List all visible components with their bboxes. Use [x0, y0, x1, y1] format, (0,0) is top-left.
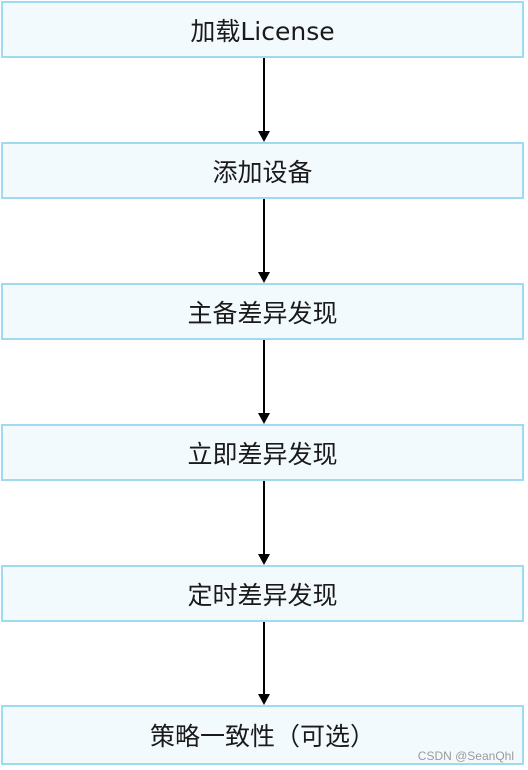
step-label: 加载License: [190, 16, 335, 46]
arrow-1: [258, 58, 270, 142]
step-label: 添加设备: [212, 157, 313, 187]
step-immediate-diff: 立即差异发现: [1, 424, 524, 481]
arrow-4: [258, 481, 270, 565]
watermark: CSDN @SeanQhl: [417, 749, 514, 763]
step-label: 主备差异发现: [187, 298, 338, 328]
step-primary-backup-diff: 主备差异发现: [1, 283, 524, 340]
arrow-3: [258, 340, 270, 424]
arrow-2: [258, 199, 270, 283]
step-scheduled-diff: 定时差异发现: [1, 565, 524, 622]
arrow-5: [258, 622, 270, 705]
step-label: 策略一致性（可选）: [149, 722, 375, 751]
step-label: 立即差异发现: [187, 439, 338, 469]
step-label: 定时差异发现: [187, 580, 338, 610]
step-load-license: 加载License: [1, 1, 524, 58]
step-add-device: 添加设备: [1, 142, 524, 199]
step-policy-consistency: 策略一致性（可选）: [1, 705, 524, 765]
